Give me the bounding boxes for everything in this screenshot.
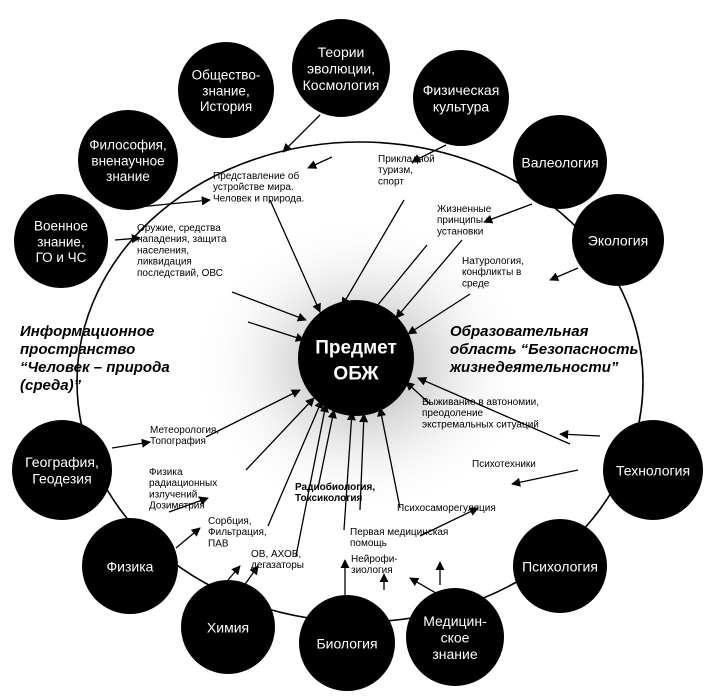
discipline-circle xyxy=(572,194,664,286)
discipline-circle xyxy=(14,194,108,288)
discipline-label: Психология xyxy=(522,558,598,574)
arrow xyxy=(111,438,151,449)
arrow xyxy=(231,291,307,322)
discipline-circle xyxy=(513,519,607,613)
discipline-circle xyxy=(299,595,395,691)
arrow xyxy=(175,527,201,549)
discipline-node-geography: География,Геодезия xyxy=(12,420,112,520)
arrow xyxy=(205,389,301,438)
arrow xyxy=(377,407,401,509)
arrow xyxy=(371,244,428,313)
topic-label-selfreg: Психосаморегуляция xyxy=(397,503,496,514)
discipline-circle xyxy=(413,50,509,146)
discipline-circle xyxy=(178,42,274,138)
arrow xyxy=(419,507,479,537)
discipline-node-technology: Технология xyxy=(603,420,703,520)
arrow xyxy=(559,429,601,439)
arrow xyxy=(114,234,141,244)
discipline-circle xyxy=(513,115,607,209)
discipline-node-society: Общество-знание,История xyxy=(178,42,274,138)
discipline-label: Биология xyxy=(316,635,377,651)
discipline-label: Технология xyxy=(616,462,690,478)
arrow xyxy=(282,114,321,153)
discipline-label: Физика xyxy=(107,558,154,574)
arrow xyxy=(245,397,315,471)
topic-label-neuro: Нейрофи-зиология xyxy=(351,553,398,576)
arrow xyxy=(269,199,321,313)
discipline-circle xyxy=(181,580,275,674)
arrow xyxy=(359,413,369,511)
discipline-label: География,Геодезия xyxy=(25,454,99,487)
center-node xyxy=(298,300,414,416)
arrow xyxy=(343,411,356,531)
discipline-label: Валеология xyxy=(521,154,598,170)
topic-label-ov: ОВ, АХОВ,дегазаторы xyxy=(251,549,304,571)
arrow xyxy=(267,399,323,527)
topic-label-radiobio: Радиобиология,Токсикология xyxy=(295,481,375,504)
discipline-node-psychology: Психология xyxy=(513,519,607,613)
discipline-node-ecology: Экология xyxy=(572,194,664,286)
discipline-circle xyxy=(406,588,504,686)
arrow xyxy=(295,403,329,557)
arrow xyxy=(411,144,447,163)
arrow xyxy=(405,381,431,405)
arrow xyxy=(395,239,463,319)
arrow xyxy=(549,267,579,281)
discipline-node-biology: Биология xyxy=(299,595,395,691)
discipline-label: Общество-знание,История xyxy=(192,67,261,114)
discipline-node-physics: Физика xyxy=(82,518,178,614)
arrow xyxy=(307,156,333,169)
arrow xyxy=(483,203,533,224)
arrow xyxy=(407,293,471,335)
topic-label-meteo: Метеорология,Топография xyxy=(150,425,219,447)
discipline-node-valeology: Валеология xyxy=(513,115,607,209)
arrow xyxy=(247,321,305,342)
topic-label-psychotech: Психотехники xyxy=(472,459,536,470)
arrow xyxy=(168,496,209,513)
discipline-circle xyxy=(82,518,178,614)
arrows-layer xyxy=(111,114,601,609)
discipline-node-chemistry: Химия xyxy=(181,580,275,674)
arrow xyxy=(317,409,337,489)
discipline-circle xyxy=(292,19,390,117)
discipline-label: Экология xyxy=(588,232,648,248)
arrow xyxy=(417,377,571,445)
topic-label-sorption: Сорбция,Фильтрация,ПАВ xyxy=(208,515,267,549)
discipline-label: Химия xyxy=(207,619,249,635)
arrow xyxy=(227,565,241,581)
arrow xyxy=(341,199,405,307)
discipline-circle xyxy=(603,420,703,520)
arrow xyxy=(511,469,579,487)
discipline-circle xyxy=(78,110,178,210)
discipline-circle xyxy=(12,420,112,520)
